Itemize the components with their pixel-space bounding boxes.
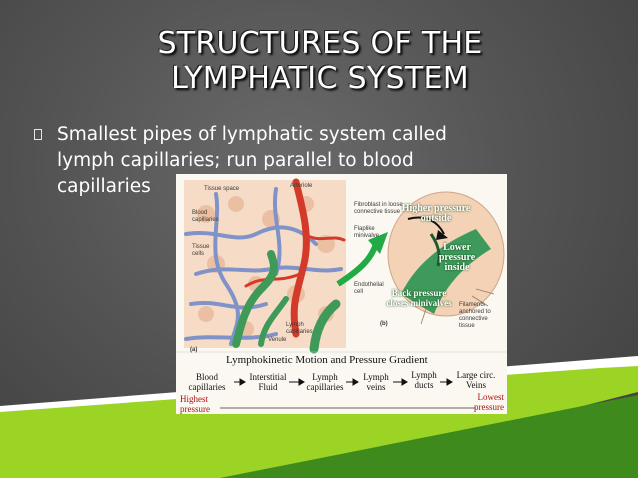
- label-lowest-pressure: Lowest pressure: [474, 392, 504, 412]
- label-endothelial-cell: Endothelial cell: [354, 282, 384, 295]
- bullet-line-1: Smallest pipes of lymphatic system calle…: [57, 124, 447, 145]
- label-venule: Venule: [268, 337, 287, 343]
- title-line-1: STRUCTURES OF THE: [157, 26, 483, 61]
- gradient-step-lymph-veins: Lymph veins: [363, 372, 389, 392]
- label-panel-b: (b): [380, 321, 388, 327]
- gradient-step-interstitial-fluid: Interstitial Fluid: [249, 372, 287, 392]
- label-panel-a: (a): [190, 347, 198, 353]
- gradient-step-large-circ-veins: Large circ. Veins: [456, 370, 496, 390]
- label-highest-pressure: Highest pressure: [180, 394, 210, 414]
- label-fibroblast: Fibroblast in loose connective tissue: [354, 202, 403, 215]
- slide-title: STRUCTURES OF THE LYMPHATIC SYSTEM: [110, 26, 530, 96]
- label-flaplike-minivalve: Flaplike minivalve: [354, 226, 380, 239]
- label-higher-pressure: Higher pressure outside: [401, 203, 471, 224]
- gradient-step-blood-capillaries: Blood capillaries: [188, 372, 226, 392]
- bullet-icon: [34, 129, 42, 140]
- label-back-pressure: Back pressure closes minivalves: [386, 288, 452, 308]
- bullet-line-3: capillaries: [57, 176, 151, 197]
- gradient-step-lymph-ducts: Lymph ducts: [411, 370, 437, 390]
- bullet-text: Smallest pipes of lymphatic system calle…: [57, 122, 524, 200]
- lymph-capillary-figure: Tissue space Arteriole Blood capillaries…: [176, 174, 507, 414]
- label-tissue-cells: Tissue cells: [192, 244, 210, 257]
- pressure-gradient-title: Lymphokinetic Motion and Pressure Gradie…: [226, 354, 428, 366]
- bullet-point: Smallest pipes of lymphatic system calle…: [34, 122, 524, 200]
- title-line-2: LYMPHATIC SYSTEM: [171, 61, 469, 96]
- label-blood-capillaries: Blood capillaries: [192, 210, 219, 223]
- label-lymph-capillaries: Lymph capillaries: [286, 322, 313, 335]
- label-lower-pressure: Lower pressure inside: [438, 242, 476, 273]
- gradient-step-lymph-capillaries: Lymph capillaries: [306, 372, 344, 392]
- label-tissue-space: Tissue space: [204, 186, 240, 192]
- label-filaments: Filaments anchored to connective tissue: [459, 302, 491, 329]
- label-arteriole: Arteriole: [290, 183, 313, 189]
- bullet-line-2: lymph capillaries; run parallel to blood: [57, 150, 414, 171]
- figure-illustration: [176, 178, 507, 409]
